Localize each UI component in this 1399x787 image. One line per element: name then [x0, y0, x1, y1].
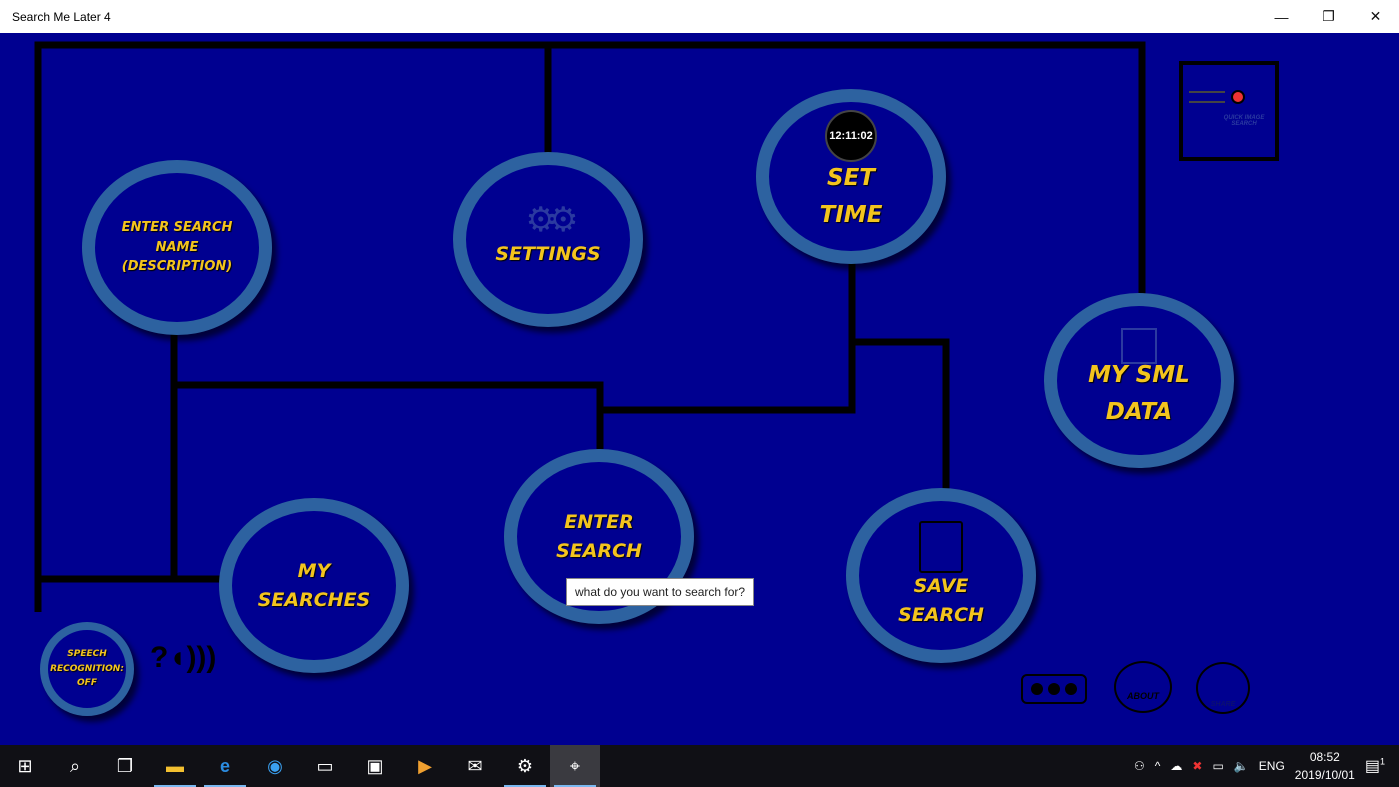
restore-button[interactable]: ❐ — [1322, 8, 1335, 24]
speech-icon[interactable]: ?◖))) — [150, 641, 217, 674]
window-title: Search Me Later 4 — [12, 9, 111, 24]
chat-icon[interactable] — [1021, 674, 1087, 704]
task-view-icon[interactable]: ❐ — [116, 755, 134, 776]
sd-card-icon — [919, 521, 963, 573]
settings-icon[interactable]: ⚙ — [500, 745, 550, 787]
taskbar: ⊞ ⌕ ❐ ▬ e ◉ ▭ ▣ ▶ ✉ ⚙ ⌖ ⚇ ^ ☁ ✖ ▭ 🔈 ENG … — [0, 745, 1399, 787]
gears-icon: ⚙⚙ — [525, 201, 579, 240]
start-icon[interactable]: ⊞ — [17, 755, 33, 776]
record-dot-icon — [1231, 90, 1245, 104]
enter-search-name-button[interactable]: ENTER SEARCH NAME (DESCRIPTION) — [82, 160, 272, 335]
battery-icon[interactable]: ▭ — [1212, 759, 1224, 773]
search-me-later-icon[interactable]: ⌖ — [550, 745, 600, 787]
documents-icon — [1121, 328, 1157, 364]
about-button[interactable]: ABOUT — [1114, 661, 1172, 713]
notifications-icon[interactable]: ▤1 — [1364, 756, 1385, 775]
close-button[interactable]: ✕ — [1369, 8, 1382, 24]
my-sml-data-button[interactable]: MY SML DATA — [1044, 293, 1234, 468]
title-bar: Search Me Later 4 — ❐ ✕ — [0, 0, 1399, 33]
language-indicator[interactable]: ENG — [1258, 759, 1285, 773]
wifi-off-icon[interactable]: ✖ — [1192, 759, 1203, 773]
timer-readout: 12:11:02 — [829, 130, 873, 142]
connector-lines — [34, 41, 1146, 612]
quick-image-search-button[interactable]: QUICK IMAGE SEARCH — [1179, 61, 1279, 161]
lines-icon — [1189, 91, 1225, 103]
store-icon[interactable]: ▣ — [366, 755, 384, 776]
volume-icon[interactable]: 🔈 — [1233, 759, 1249, 773]
notification-count: 1 — [1379, 756, 1385, 767]
app-canvas: ENTER SEARCH NAME (DESCRIPTION) ⚙⚙ SETTI… — [0, 33, 1399, 745]
search-icon[interactable]: ⌕ — [69, 755, 81, 776]
chevron-up-icon[interactable]: ^ — [1154, 759, 1161, 773]
media-player-icon[interactable]: ▶ — [418, 755, 432, 776]
clock[interactable]: 08:52 2019/10/01 — [1294, 750, 1355, 782]
stopwatch-icon: 12:11:02 — [825, 110, 877, 162]
tooltip: what do you want to search for? — [566, 578, 755, 606]
save-search-button[interactable]: SAVE SEARCH — [846, 488, 1036, 663]
my-searches-button[interactable]: MY SEARCHES — [219, 498, 409, 673]
file-explorer-icon[interactable]: ▬ — [150, 745, 200, 787]
edge-icon[interactable]: e — [200, 745, 250, 787]
share-button[interactable]: SHARE — [1196, 662, 1250, 714]
mail-icon[interactable]: ✉ — [467, 755, 483, 776]
onedrive-icon[interactable]: ☁ — [1170, 759, 1183, 773]
settings-button[interactable]: ⚙⚙ SETTINGS — [453, 152, 643, 327]
people-icon[interactable]: ⚇ — [1134, 759, 1145, 773]
safari-icon[interactable]: ◉ — [267, 755, 283, 776]
set-time-button[interactable]: 12:11:02 SET TIME — [756, 89, 946, 264]
speech-recognition-toggle[interactable]: SPEECH RECOGNITION: OFF — [40, 622, 134, 716]
minimize-button[interactable]: — — [1274, 8, 1289, 25]
remote-desktop-icon[interactable]: ▭ — [316, 755, 334, 776]
